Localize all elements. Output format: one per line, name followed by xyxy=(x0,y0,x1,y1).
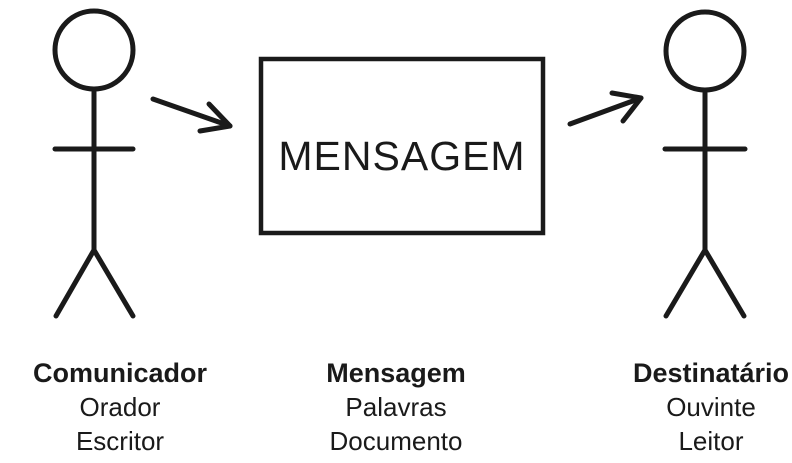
message-box xyxy=(258,56,546,236)
message-title: Mensagem xyxy=(326,358,466,388)
receiver-label-group: Destinatário Ouvinte Leitor xyxy=(591,356,792,458)
sender-stick-figure xyxy=(52,8,136,319)
receiver-head xyxy=(663,9,747,93)
receiver-stick-figure xyxy=(662,9,748,319)
sender-role-escritor: Escritor xyxy=(75,426,165,456)
sender-left-leg xyxy=(53,247,97,319)
receiver-role-ouvinte: Ouvinte xyxy=(666,392,756,422)
receiver-right-leg xyxy=(702,247,747,319)
sender-title: Comunicador xyxy=(32,358,207,388)
sender-label-group: Comunicador Orador Escritor xyxy=(0,356,240,458)
sender-head xyxy=(52,8,136,92)
message-item-documento: Documento xyxy=(329,426,463,456)
receiver-title: Destinatário xyxy=(632,358,790,388)
arrow-to-message xyxy=(150,96,233,134)
message-label-group: Mensagem Palavras Documento xyxy=(276,356,516,458)
sender-right-leg xyxy=(91,247,136,319)
message-item-palavras: Palavras xyxy=(345,392,447,422)
receiver-role-leitor: Leitor xyxy=(678,426,744,456)
receiver-left-leg xyxy=(663,247,708,319)
message-box-label: MENSAGEM xyxy=(278,133,525,179)
sender-role-orador: Orador xyxy=(79,392,161,422)
arrow-to-receiver xyxy=(567,90,644,127)
